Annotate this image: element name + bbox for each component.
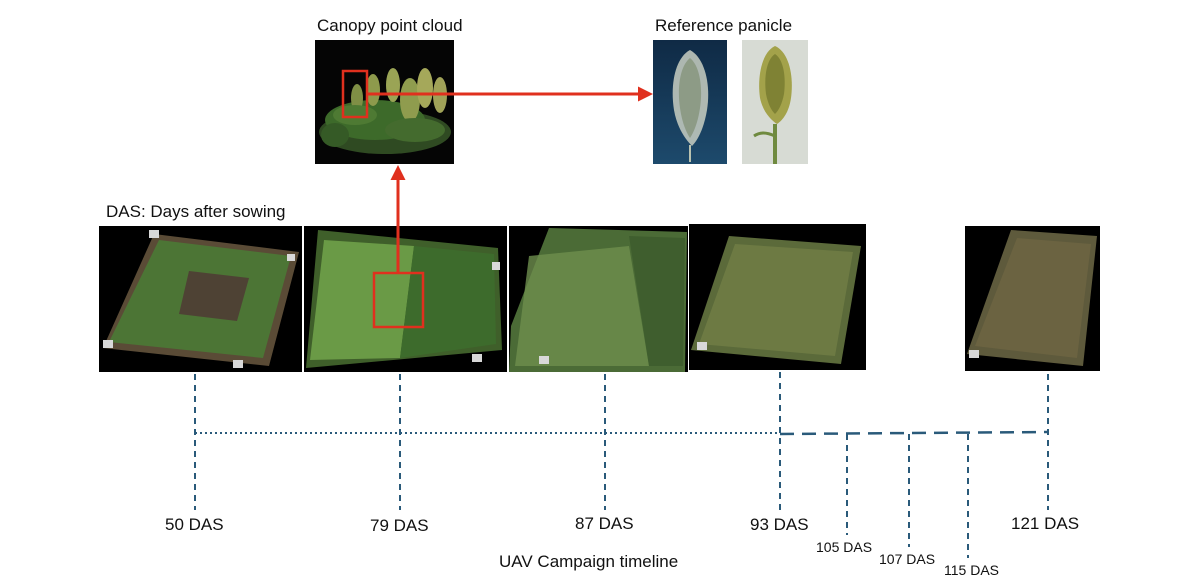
field-image-93-das — [689, 224, 866, 370]
timeline-dashed-segment — [779, 430, 1049, 436]
timeline-label-93-das: 93 DAS — [750, 515, 809, 534]
timeline-caption: UAV Campaign timeline — [499, 552, 679, 571]
canopy-point-cloud-image — [315, 40, 454, 164]
timeline-label-79-das: 79 DAS — [370, 516, 429, 535]
timeline-label-107-das: 107 DAS — [879, 551, 936, 567]
panicle-photo-image — [742, 40, 808, 164]
das-definition-label: DAS: Days after sowing — [106, 202, 286, 221]
field-image-121-das — [965, 226, 1100, 371]
reference-panicle-title: Reference panicle — [655, 16, 793, 35]
timeline-label-115-das: 115 DAS — [944, 562, 999, 578]
field-image-79-das — [304, 226, 507, 372]
timeline-label-105-das: 105 DAS — [816, 539, 873, 555]
field-image-50-das — [99, 226, 302, 372]
field-image-87-das — [509, 226, 688, 372]
timeline-label-121-das: 121 DAS — [1011, 514, 1080, 533]
timeline-label-50-das: 50 DAS — [165, 515, 224, 534]
panicle-point-cloud-image — [653, 40, 727, 164]
timeline-label-87-das: 87 DAS — [575, 514, 634, 533]
canopy-point-cloud-title: Canopy point cloud — [317, 16, 463, 35]
